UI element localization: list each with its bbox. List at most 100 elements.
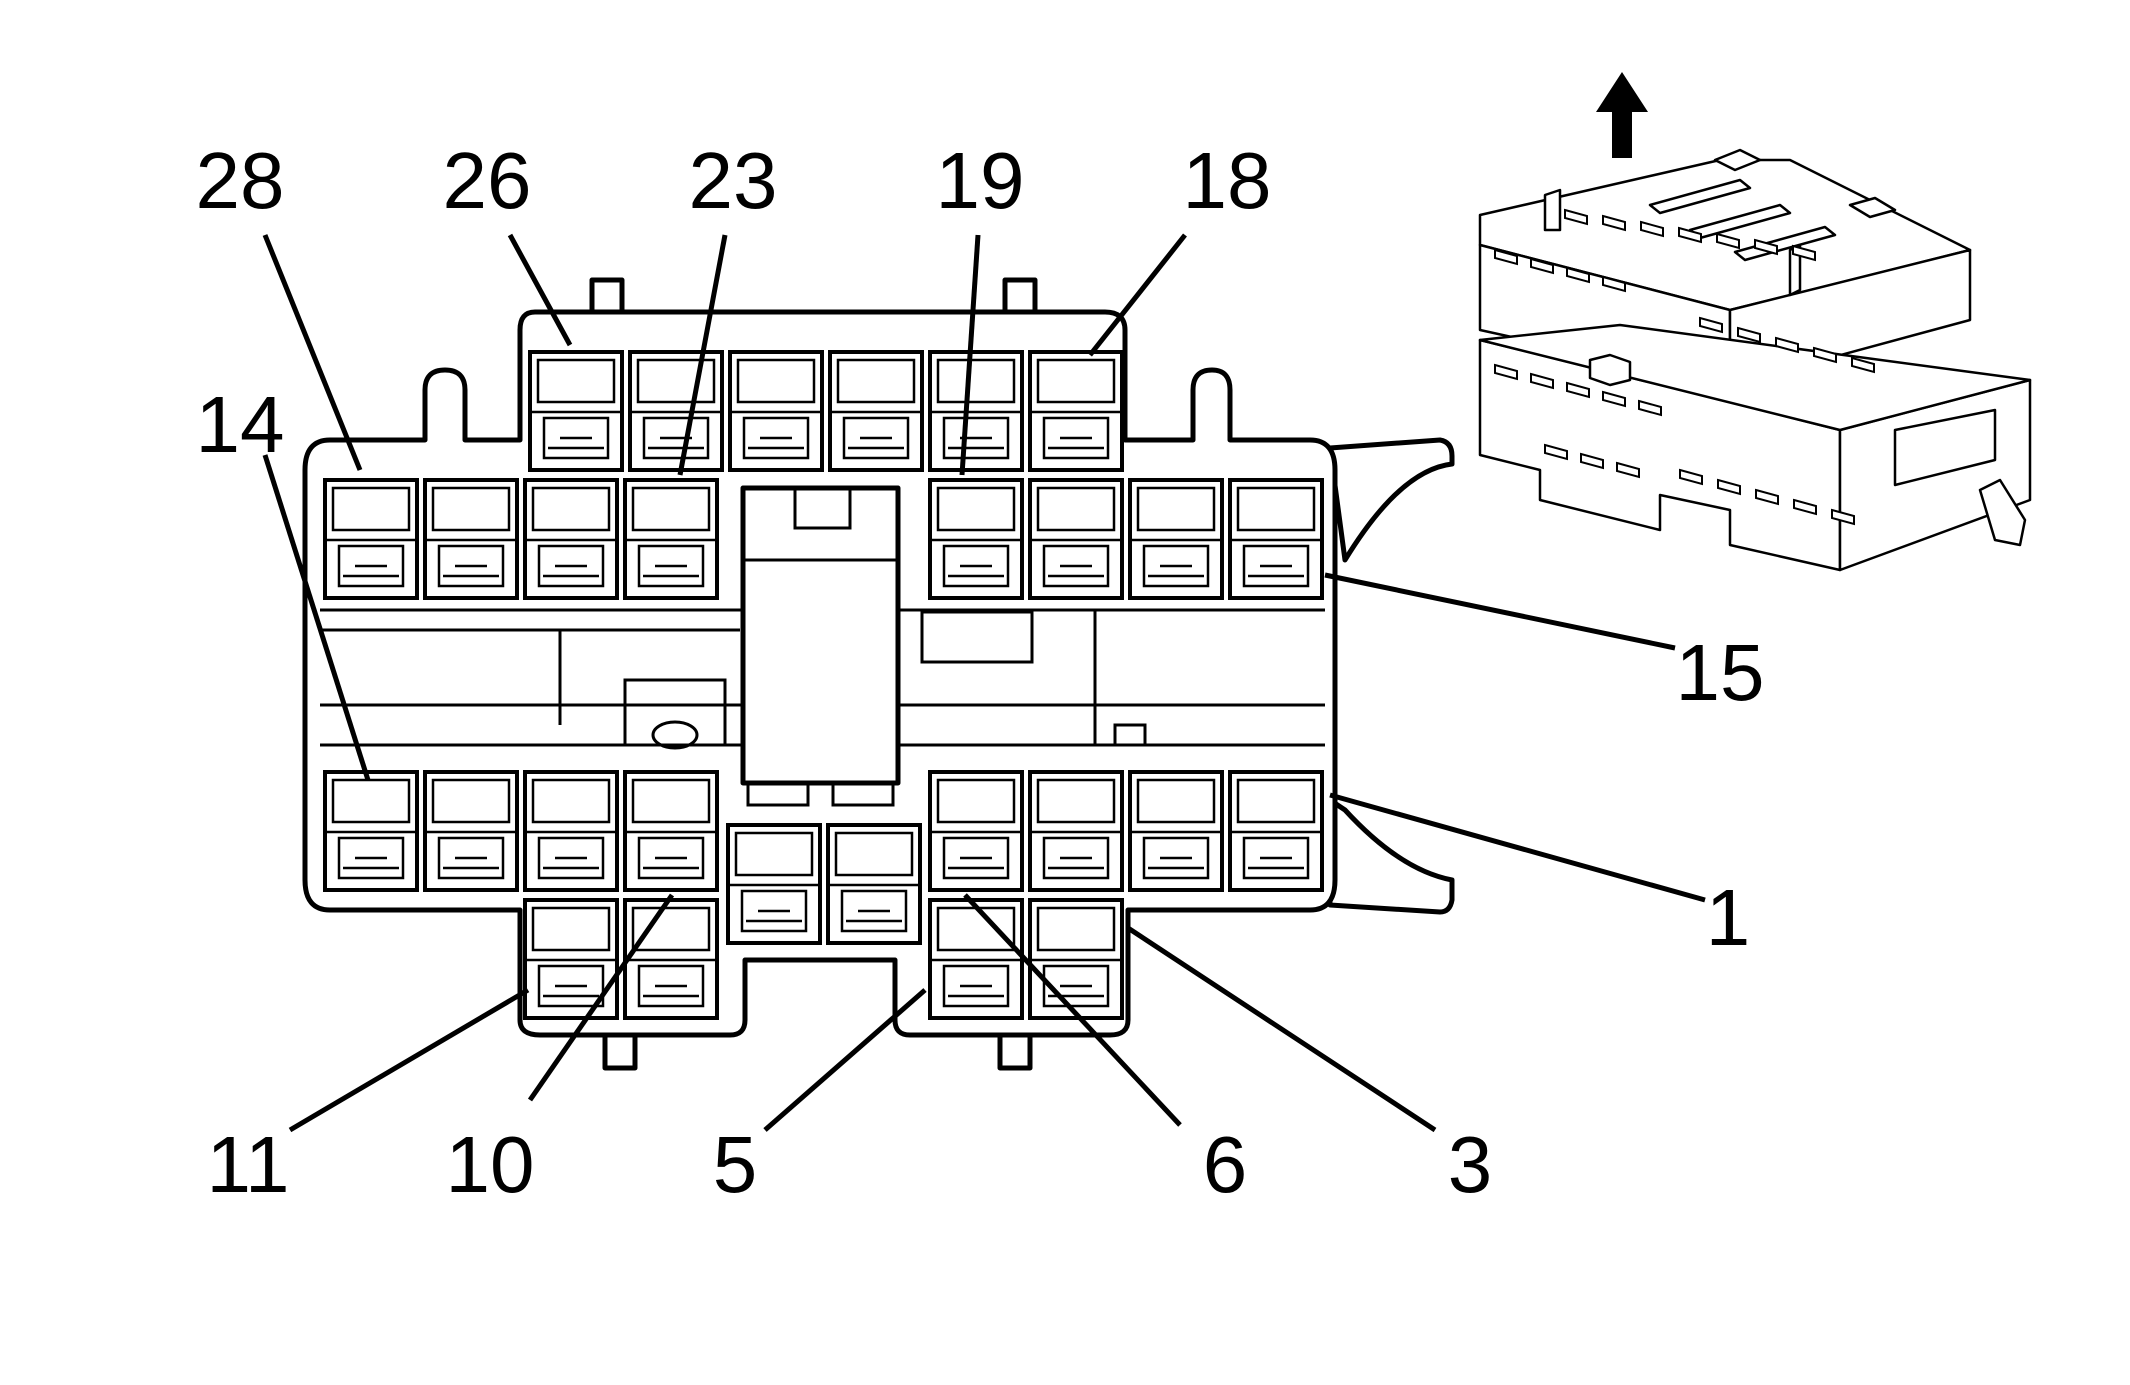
pin-label-5: 5	[713, 1120, 758, 1209]
iso-terminal-slot	[1544, 443, 1568, 461]
leader-11	[288, 987, 530, 1133]
center-key-slot	[793, 486, 852, 530]
leader-26	[507, 233, 573, 347]
iso-terminal-slot	[1737, 326, 1761, 344]
terminal-cavity	[523, 770, 619, 892]
iso-terminal-slot	[1602, 214, 1626, 232]
terminal-cavity	[1128, 478, 1224, 600]
terminal-cavity	[1228, 770, 1324, 892]
terminal-cavity	[523, 898, 619, 1020]
iso-terminal-slot	[1530, 257, 1554, 275]
pin-label-3: 3	[1448, 1120, 1493, 1209]
pin-label-6: 6	[1203, 1120, 1248, 1209]
connector-isometric-view	[1478, 72, 2032, 572]
leader-14	[262, 454, 371, 781]
pin-label-18: 18	[1183, 136, 1272, 225]
leader-19	[959, 234, 981, 476]
center-oval	[651, 720, 699, 750]
terminal-cavity	[928, 770, 1024, 892]
terminal-cavity	[623, 898, 719, 1020]
leader-28	[262, 234, 363, 471]
pin-label-14: 14	[196, 380, 285, 469]
iso-terminal-slot	[1530, 372, 1554, 390]
iso-terminal-slot	[1679, 468, 1703, 486]
iso-terminal-slot	[1716, 232, 1740, 250]
leader-6	[963, 893, 1182, 1127]
pin-label-23: 23	[689, 136, 778, 225]
iso-terminal-slot	[1831, 508, 1855, 526]
latch-finger-bottom	[1327, 797, 1455, 915]
pin-labels: 28 26 23 19 18 14 15 1 11 10 5 6 3	[196, 136, 1765, 1209]
terminal-cavity	[1028, 898, 1124, 1020]
iso-terminal-slot	[1616, 461, 1640, 479]
iso-terminal-slot	[1792, 244, 1816, 262]
cavity-group	[323, 350, 1324, 1020]
iso-top-rib-1	[1543, 188, 1562, 232]
right-notch	[920, 610, 1034, 664]
center-key-block	[740, 485, 901, 786]
pin-label-19: 19	[936, 136, 1025, 225]
iso-terminal-slot	[1494, 248, 1518, 266]
iso-terminal-slot	[1494, 363, 1518, 381]
iso-terminal-slot	[1580, 452, 1604, 470]
iso-terminal-slot	[1566, 381, 1590, 399]
pin-label-11: 11	[206, 1120, 289, 1209]
leader-18	[1088, 233, 1187, 357]
terminal-cavity	[1028, 478, 1124, 600]
terminal-cavity	[726, 823, 822, 945]
iso-terminal-slot	[1717, 478, 1741, 496]
leader-10	[527, 893, 675, 1102]
iso-terminal-slot	[1566, 266, 1590, 284]
terminal-cavity	[928, 478, 1024, 600]
center-key-foot-right	[831, 781, 895, 807]
iso-top-tab-2	[1848, 196, 1897, 219]
terminal-cavity	[1128, 770, 1224, 892]
iso-side-opening	[1893, 408, 1997, 487]
terminal-cavity	[623, 478, 719, 600]
iso-terminal-slot	[1813, 346, 1837, 364]
terminal-cavity	[523, 478, 619, 600]
pin-label-26: 26	[443, 136, 532, 225]
leader-lines	[262, 233, 1706, 1133]
pin-label-1: 1	[1706, 873, 1751, 962]
iso-side-latch	[1978, 478, 2027, 547]
iso-latch-ridge-1	[1648, 178, 1752, 215]
terminal-cavity	[1028, 350, 1124, 472]
pin-label-10: 10	[446, 1120, 535, 1209]
terminal-cavity	[423, 478, 519, 600]
leader-5	[763, 988, 927, 1132]
leader-1	[1329, 792, 1706, 903]
terminal-cavity	[323, 478, 419, 600]
iso-terminal-slot	[1640, 220, 1664, 238]
terminal-cavity	[928, 350, 1024, 472]
leader-3	[1126, 925, 1437, 1133]
terminal-cavity	[628, 350, 724, 472]
small-tab	[1113, 723, 1147, 747]
leader-23	[677, 234, 728, 476]
terminal-cavity	[828, 350, 924, 472]
iso-lower-top	[1478, 323, 2032, 432]
latch-finger-top	[1327, 437, 1455, 563]
terminal-cavity	[1028, 770, 1124, 892]
pin-label-28: 28	[196, 136, 285, 225]
leader-15	[1324, 572, 1676, 651]
iso-terminal-slot	[1755, 488, 1779, 506]
center-notch	[623, 678, 727, 747]
iso-center-post	[1588, 353, 1632, 387]
terminal-cavity	[423, 770, 519, 892]
terminal-cavity	[928, 898, 1024, 1020]
terminal-cavity	[323, 770, 419, 892]
iso-terminal-slot	[1793, 498, 1817, 516]
terminal-cavity	[826, 823, 922, 945]
arrow-up-icon	[1596, 72, 1648, 158]
iso-terminal-slot	[1602, 390, 1626, 408]
iso-latch-ridge-3	[1733, 225, 1837, 262]
center-key-foot-left	[746, 781, 810, 807]
iso-terminal-slot	[1638, 399, 1662, 417]
iso-terminal-slot	[1699, 316, 1723, 334]
iso-terminal-slot	[1564, 208, 1588, 226]
iso-terminal-slot	[1775, 336, 1799, 354]
iso-top-tab-1	[1713, 148, 1762, 172]
terminal-cavity	[528, 350, 624, 472]
